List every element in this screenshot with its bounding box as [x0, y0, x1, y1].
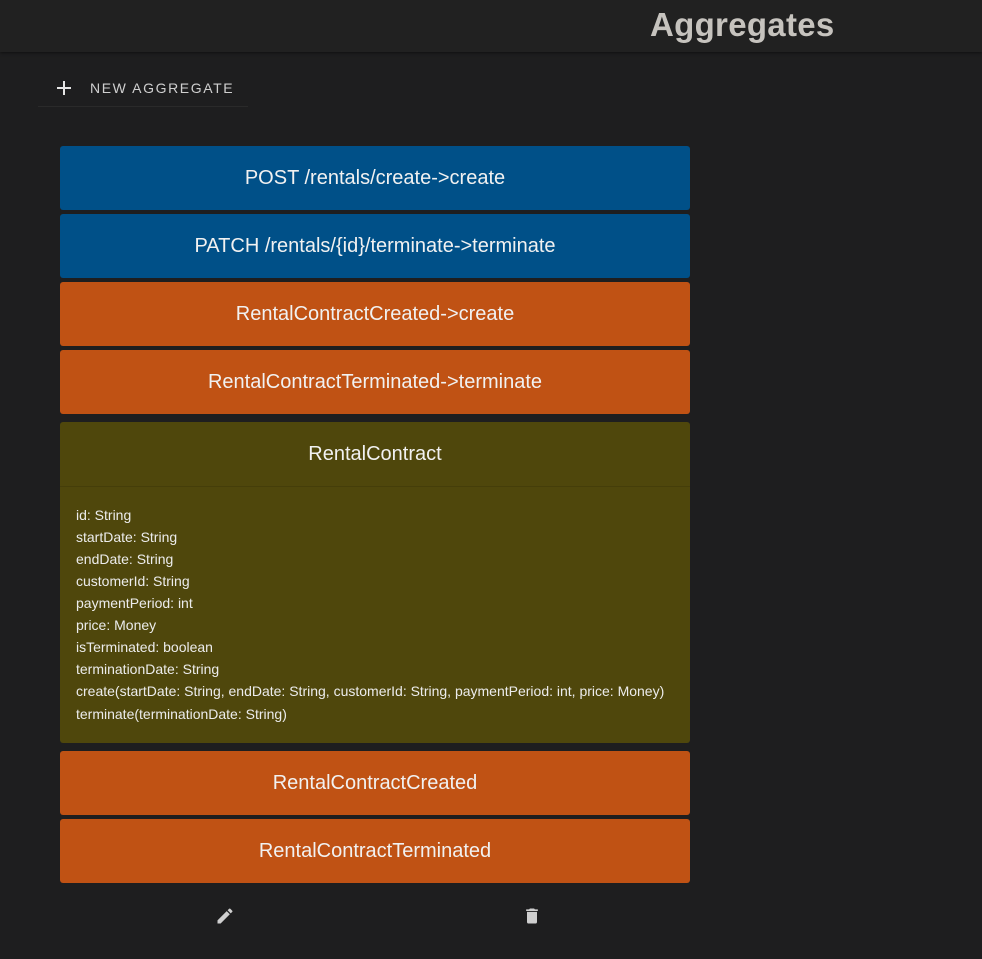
page-title: Aggregates: [650, 6, 835, 43]
command-card[interactable]: POST /rentals/create->create: [60, 146, 690, 210]
plus-icon: [38, 79, 90, 97]
top-app-bar: Aggregates: [0, 0, 982, 52]
attribute-line: id: String: [76, 507, 132, 523]
pencil-icon: [215, 906, 235, 931]
new-aggregate-label: NEW AGGREGATE: [90, 80, 235, 96]
aggregate-card[interactable]: RentalContract id: String startDate: Str…: [60, 422, 690, 743]
aggregate-stack: POST /rentals/create->create PATCH /rent…: [60, 146, 690, 887]
trash-icon: [522, 906, 542, 931]
method-line: create(startDate: String, endDate: Strin…: [76, 683, 665, 699]
new-aggregate-button[interactable]: NEW AGGREGATE: [38, 70, 248, 107]
method-line: terminate(terminationDate: String): [76, 705, 287, 722]
attribute-line: terminationDate: String: [76, 661, 220, 677]
policy-card[interactable]: RentalContractCreated->create: [60, 282, 690, 346]
command-card[interactable]: PATCH /rentals/{id}/terminate->terminate: [60, 214, 690, 278]
delete-button[interactable]: [518, 904, 546, 932]
attribute-line: customerId: String: [76, 573, 190, 589]
edit-button[interactable]: [211, 904, 239, 932]
event-card[interactable]: RentalContractCreated: [60, 751, 690, 815]
aggregate-name: RentalContract: [60, 422, 690, 487]
event-card[interactable]: RentalContractTerminated: [60, 819, 690, 883]
attribute-line: endDate: String: [76, 551, 174, 567]
aggregate-body: id: String startDate: String endDate: St…: [60, 487, 690, 743]
attribute-line: paymentPeriod: int: [76, 595, 193, 611]
attribute-line: price: Money: [76, 617, 157, 633]
policy-card[interactable]: RentalContractTerminated->terminate: [60, 350, 690, 414]
attribute-line: startDate: String: [76, 529, 178, 545]
attribute-line: isTerminated: boolean: [76, 639, 213, 655]
